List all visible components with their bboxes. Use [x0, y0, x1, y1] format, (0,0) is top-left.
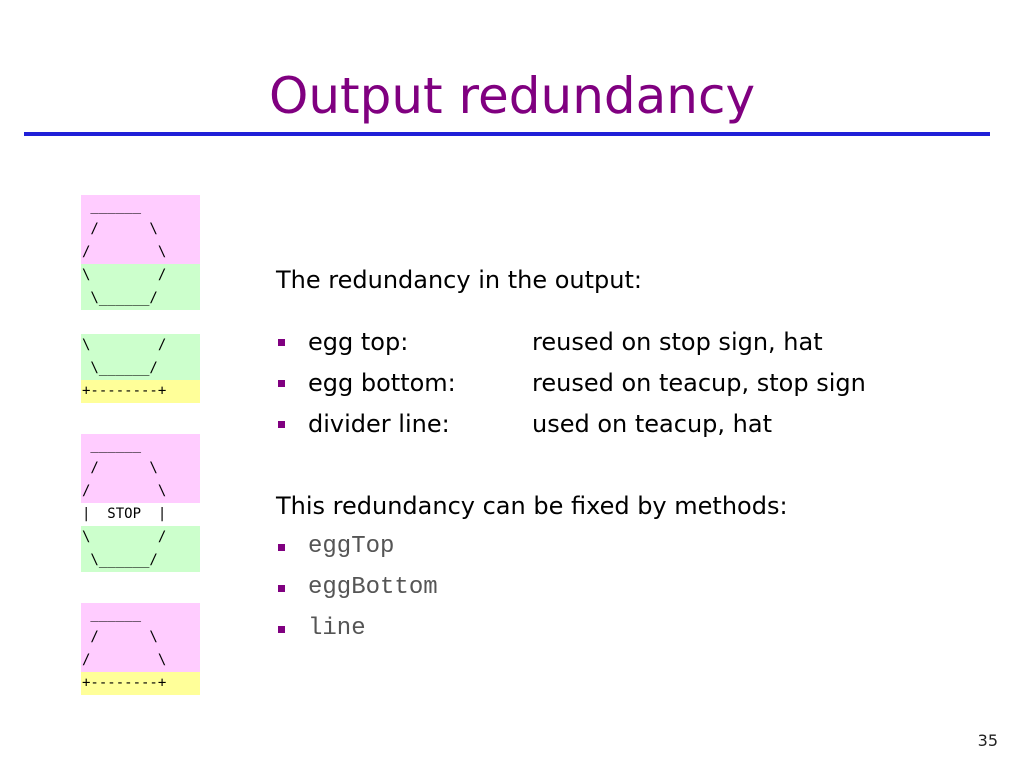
square-bullet-icon — [278, 544, 285, 551]
egg-line: / \ — [81, 241, 200, 264]
hat-line: ______ — [81, 603, 200, 626]
egg-figure: ______ / \ / \ \ / \______/ — [81, 195, 200, 310]
square-bullet-icon — [278, 626, 285, 633]
method-name: eggTop — [308, 533, 395, 560]
square-bullet-icon — [278, 421, 285, 428]
egg-line: \ / — [81, 264, 200, 287]
redundancy-label: egg bottom: — [308, 369, 456, 397]
square-bullet-icon — [278, 585, 285, 592]
redundancy-label: egg top: — [308, 328, 409, 356]
hat-figure: ______ / \ / \ +--------+ — [81, 603, 200, 695]
stop-sign-line: \______/ — [81, 549, 200, 572]
redundancy-label: divider line: — [308, 410, 450, 438]
stop-sign-line: / \ — [81, 480, 200, 503]
stop-sign-figure: ______ / \ / \ | STOP | \ / \______/ — [81, 434, 200, 572]
redundancy-value: reused on teacup, stop sign — [532, 369, 866, 397]
teacup-line: \______/ — [81, 357, 200, 380]
redundancy-value: used on teacup, hat — [532, 410, 772, 438]
redundancy-value: reused on stop sign, hat — [532, 328, 823, 356]
teacup-line: \ / — [81, 334, 200, 357]
stop-sign-line: | STOP | — [82, 506, 167, 522]
title-divider — [24, 132, 990, 136]
teacup-line: +--------+ — [81, 380, 200, 403]
stop-sign-line: ______ — [81, 434, 200, 457]
egg-line: ______ — [81, 195, 200, 218]
hat-line: / \ — [81, 626, 200, 649]
stop-sign-line: / \ — [81, 457, 200, 480]
egg-line: \______/ — [81, 287, 200, 310]
slide-title: Output redundancy — [268, 67, 756, 125]
hat-line: / \ — [81, 649, 200, 672]
egg-line: / \ — [81, 218, 200, 241]
square-bullet-icon — [278, 339, 285, 346]
stop-sign-line: \ / — [81, 526, 200, 549]
redundancy-intro: The redundancy in the output: — [276, 266, 642, 294]
teacup-figure: \ / \______/ +--------+ — [81, 334, 200, 403]
square-bullet-icon — [278, 380, 285, 387]
method-name: line — [308, 615, 366, 642]
hat-line: +--------+ — [81, 672, 200, 695]
method-name: eggBottom — [308, 574, 438, 601]
methods-intro: This redundancy can be fixed by methods: — [276, 492, 788, 520]
page-number: 35 — [977, 731, 998, 750]
